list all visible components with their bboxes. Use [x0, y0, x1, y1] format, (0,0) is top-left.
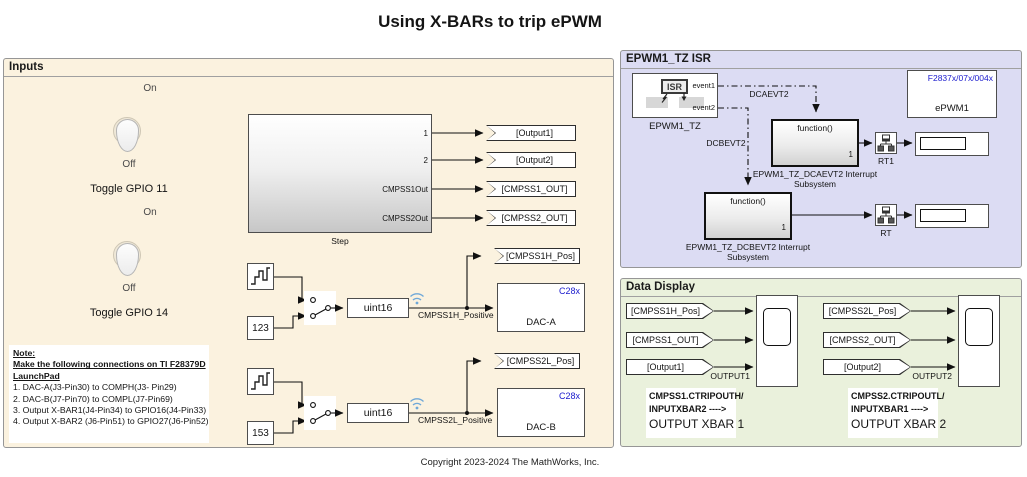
goto-tag-output1[interactable]: [Output1]	[486, 125, 576, 141]
data-display-panel-title: Data Display	[621, 279, 1021, 297]
note-item-1: 1. DAC-A(J3-Pin30) to COMPH(J3- Pin29)	[13, 382, 177, 393]
step-block-label: Step	[331, 236, 349, 246]
epwm1-tz-block-label: EPWM1_TZ	[649, 121, 701, 132]
epwm1-block[interactable]: F2837x/07x/004x ePWM1	[907, 70, 997, 118]
signal-label-dcaevt2: DCAEVT2	[749, 89, 789, 99]
isr-panel-title: EPWM1_TZ ISR	[621, 51, 1021, 69]
display-value-2	[920, 209, 966, 222]
epwm1-tz-port-event1: event1	[692, 81, 715, 90]
scope-block-output2[interactable]	[958, 295, 1000, 387]
from-tag-cmpss1-out[interactable]: [CMPSS1_OUT]	[626, 332, 714, 348]
note-item-3: 3. Output X-BAR1(J4-Pin34) to GPIO16(J4-…	[13, 405, 207, 416]
from-tag-cmpss2l-pos[interactable]: [CMPSS2L_Pos]	[823, 303, 911, 319]
note-line1: Note:	[13, 348, 36, 358]
copyright-text: Copyright 2023-2024 The MathWorks, Inc.	[420, 457, 600, 468]
scope-screen-icon	[763, 308, 791, 346]
signal-label-dcbevt2: DCBEVT2	[706, 138, 746, 148]
dac-b-label: DAC-B	[526, 422, 556, 433]
constant-block-123[interactable]: 123	[247, 316, 274, 340]
dac-b-block[interactable]: C28x DAC-B	[497, 388, 585, 437]
subsystem1-label: EPWM1_TZ_DCAEVT2 Interrupt Subsystem	[752, 169, 878, 189]
scope1-name: OUTPUT1	[710, 371, 750, 381]
from-tag-output1[interactable]: [Output1]	[626, 359, 714, 375]
goto-tag-output2[interactable]: [Output2]	[486, 152, 576, 168]
toggle1-on-label: On	[143, 83, 157, 94]
rate-transition-block-rt1[interactable]	[875, 132, 897, 154]
inputs-panel-title: Inputs	[4, 59, 613, 77]
xbar2-annotation: CMPSS2.CTRIPOUTL/ INPUTXBAR1 ----> OUTPU…	[848, 388, 946, 438]
isr-icon: ISR	[646, 79, 704, 108]
toggle2-off-label: Off	[122, 283, 136, 294]
epwm1-label: ePWM1	[935, 103, 969, 114]
step-port-cmpss2out: CMPSS2Out	[382, 214, 428, 223]
scope-screen-icon	[965, 308, 993, 346]
epwm1-tz-port-event2: event2	[692, 103, 715, 112]
goto-tag-cmpss1-out[interactable]: [CMPSS1_OUT]	[486, 181, 576, 197]
manual-switch-1[interactable]	[304, 291, 336, 325]
dcbevt2-interrupt-subsystem[interactable]: function() 1	[704, 192, 792, 240]
dac-b-chip-label: C28x	[558, 391, 580, 401]
manual-switch-2[interactable]	[304, 396, 336, 430]
stair-generator-block-2[interactable]	[247, 368, 274, 395]
from-tag-output2[interactable]: [Output2]	[823, 359, 911, 375]
stair-generator-block-1[interactable]	[247, 263, 274, 290]
note-line3: LaunchPad	[13, 370, 60, 381]
step-port-1: 1	[423, 129, 428, 138]
subsystem2-label: EPWM1_TZ_DCBEVT2 Interrupt Subsystem	[685, 242, 811, 262]
rate-transition-icon	[877, 206, 895, 224]
step-port-cmpss1out: CMPSS1Out	[382, 185, 428, 194]
display-value-1	[920, 137, 966, 150]
toggle1-switch-knob[interactable]	[116, 119, 139, 152]
toggle1-off-label: Off	[122, 159, 136, 170]
stair-waveform-icon	[251, 372, 270, 390]
subsystem1-port: 1	[848, 150, 853, 159]
toggle1-name: Toggle GPIO 11	[90, 183, 168, 195]
subsystem2-port: 1	[781, 223, 786, 232]
step-block[interactable]: 1 2 CMPSS1Out CMPSS2Out	[248, 114, 432, 233]
dac-a-block[interactable]: C28x DAC-A	[497, 283, 585, 332]
signal-label-cmpss2l-positive: CMPSS2L_Positive	[418, 415, 493, 425]
dac-a-chip-label: C28x	[558, 286, 580, 296]
subsystem1-header: function()	[797, 123, 833, 133]
note-annotation: Note: Make the following connections on …	[9, 345, 209, 443]
step-port-2: 2	[423, 156, 428, 165]
toggle2-on-label: On	[143, 207, 157, 218]
goto-tag-cmpss2-out[interactable]: [CMPSS2_OUT]	[486, 210, 576, 226]
constant-block-153[interactable]: 153	[247, 421, 274, 445]
display-block-2[interactable]	[915, 204, 989, 228]
rt1-label: RT1	[878, 156, 894, 166]
subsystem2-header: function()	[730, 196, 766, 206]
note-item-2: 2. DAC-B(J7-Pin70) to COMPL(J7-Pin69)	[13, 393, 173, 404]
dac-a-label: DAC-A	[526, 317, 556, 328]
data-type-conversion-block-2[interactable]: uint16	[347, 403, 409, 423]
from-tag-cmpss2-out[interactable]: [CMPSS2_OUT]	[823, 332, 911, 348]
data-type-conversion-block-1[interactable]: uint16	[347, 298, 409, 318]
display-block-1[interactable]	[915, 132, 989, 156]
toggle2-switch-knob[interactable]	[116, 243, 139, 276]
toggle2-name: Toggle GPIO 14	[89, 307, 169, 319]
rt-label: RT	[880, 228, 892, 238]
epwm1-tz-block[interactable]: ISR event1 event2	[632, 73, 718, 118]
goto-tag-cmpss1h-pos[interactable]: [CMPSS1H_Pos]	[494, 248, 580, 264]
epwm1-chip-label: F2837x/07x/004x	[927, 73, 993, 83]
svg-text:ISR: ISR	[667, 82, 683, 92]
goto-tag-cmpss2l-pos[interactable]: [CMPSS2L_Pos]	[494, 353, 580, 369]
scope2-name: OUTPUT2	[912, 371, 952, 381]
signal-label-cmpss1h-positive: CMPSS1H_Positive	[418, 310, 494, 320]
xbar1-annotation: CMPSS1.CTRIPOUTH/ INPUTXBAR2 ----> OUTPU…	[646, 388, 744, 438]
stair-waveform-icon	[251, 267, 270, 285]
rate-transition-block-rt[interactable]	[875, 204, 897, 226]
rate-transition-icon	[877, 134, 895, 152]
model-title: Using X-BARs to trip ePWM	[378, 12, 602, 31]
note-item-4: 4. Output X-BAR2 (J6-Pin51) to GPIO27(J6…	[13, 416, 209, 427]
note-line2: Make the following connections on TI F28…	[13, 359, 206, 370]
from-tag-cmpss1h-pos[interactable]: [CMPSS1H_Pos]	[626, 303, 714, 319]
scope-block-output1[interactable]	[756, 295, 798, 387]
dcaevt2-interrupt-subsystem[interactable]: function() 1	[771, 119, 859, 167]
